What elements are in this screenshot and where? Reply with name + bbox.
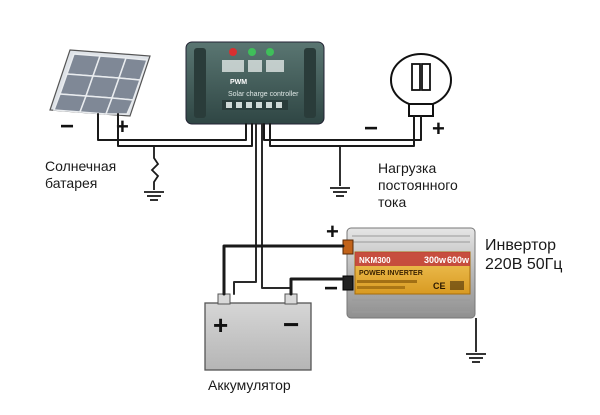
ground-symbol-solar [144, 146, 164, 201]
inverter-terminal-plus [342, 239, 354, 255]
controller-badge: PWM [230, 79, 247, 86]
status-led-green-2 [266, 48, 274, 56]
inverter-brand-line: POWER INVERTER [359, 270, 423, 277]
battery-label: Аккумулятор [208, 377, 291, 393]
dc-load-label-line1: Нагрузка [378, 160, 437, 176]
dc-load-label: Нагрузка постоянного тока [378, 160, 458, 211]
inverter-label-line1: Инвертор [485, 237, 557, 254]
battery [204, 293, 312, 371]
ground-symbol-inverter [466, 318, 486, 363]
inverter-model: NKM300 [359, 256, 391, 265]
status-led-green [248, 48, 256, 56]
load-minus-sign: − [364, 115, 378, 142]
charge-controller: Solar charge controller PWM [185, 41, 325, 125]
ground-symbol-load [330, 146, 350, 197]
inverter-power-600: 600w [447, 255, 470, 265]
load-plus-sign: + [432, 116, 445, 141]
inverter-socket-icon [450, 281, 464, 290]
solar-panel [49, 49, 151, 117]
battery-minus-sign: − [283, 309, 299, 340]
inverter-ce-mark: CE [433, 281, 446, 291]
inverter-label: Инвертор 220В 50Гц [485, 236, 562, 274]
inverter-label-line2: 220В 50Гц [485, 256, 563, 273]
solar-plus-sign: + [116, 114, 129, 139]
wires [97, 113, 422, 296]
dc-load-label-line3: тока [378, 194, 407, 210]
inverter-plus-sign: + [326, 219, 339, 244]
dc-load-bulb [390, 53, 452, 117]
solar-panel-label-line1: Солнечная [45, 158, 117, 174]
controller-caption: Solar charge controller [228, 91, 299, 98]
inverter-minus-sign: − [324, 275, 338, 302]
battery-plus-sign: + [213, 310, 228, 340]
solar-minus-sign: − [60, 113, 74, 140]
solar-panel-label-line2: батарея [45, 175, 98, 191]
inverter-power-300: 300w [424, 255, 447, 265]
inverter-terminal-minus [342, 275, 354, 291]
status-led-red [229, 48, 237, 56]
power-inverter: NKM300 300w 600w POWER INVERTER CE [342, 227, 476, 319]
solar-panel-label: Солнечная батарея [45, 158, 116, 192]
dc-load-label-line2: постоянного [378, 177, 458, 193]
